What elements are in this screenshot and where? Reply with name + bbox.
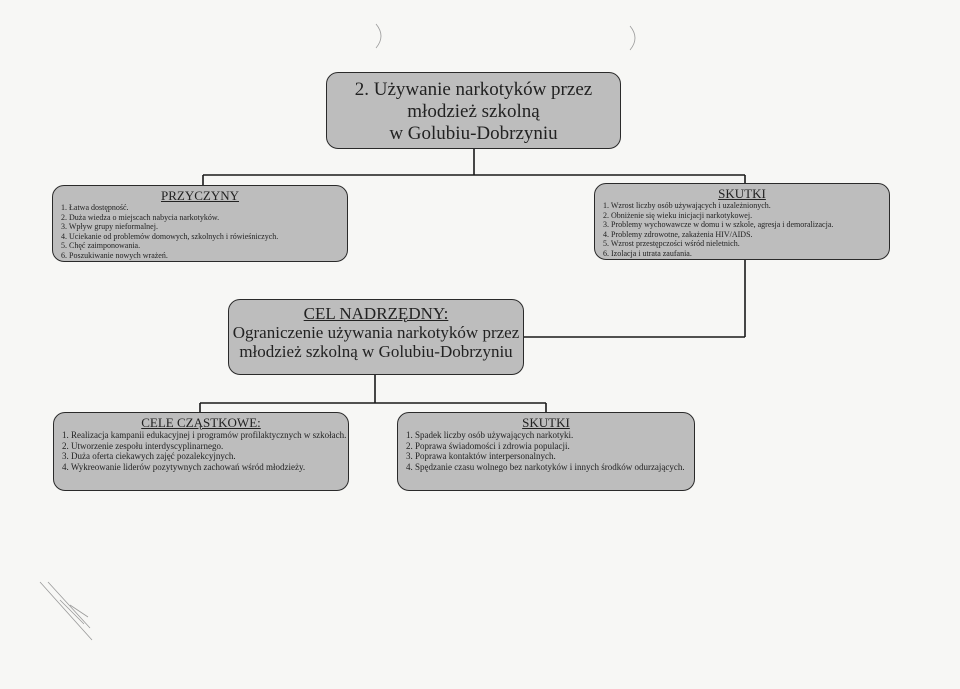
list-item: 4. Uciekanie od problemów domowych, szko… (61, 231, 279, 241)
list-item: 2. Utworzenie zespołu interdyscyplinarne… (62, 440, 224, 451)
scan-marks (39, 23, 636, 641)
list-item: 3. Wpływ grupy nieformalnej. (61, 222, 158, 231)
cel-line-2: młodzież szkolną w Golubiu-Dobrzyniu (239, 342, 513, 361)
list-item: 4. Spędzanie czasu wolnego bez narkotykó… (406, 461, 685, 472)
list-item: 5. Wzrost przestępczości wśród nieletnic… (603, 239, 740, 248)
list-item: 5. Chęć zaimponowania. (61, 241, 141, 250)
list-item: 1. Wzrost liczby osób używających i uzal… (603, 201, 771, 210)
przyczyny-list: 1. Łatwa dostępność. 2. Duża wiedza o mi… (61, 203, 339, 260)
cele-header: CELE CZĄSTKOWE: (141, 415, 261, 430)
skutki-top-list: 1. Wzrost liczby osób używających i uzal… (603, 201, 881, 258)
list-item: 1. Łatwa dostępność. (61, 203, 129, 212)
list-item: 2. Obniżenie się wieku inicjacji narkoty… (603, 210, 753, 220)
list-item: 3. Problemy wychowawcze w domu i w szkol… (603, 220, 834, 229)
cele-czastkowe-box: CELE CZĄSTKOWE: 1. Realizacja kampanii e… (53, 412, 349, 491)
przyczyny-header: PRZYCZYNY (160, 188, 239, 203)
title-line-1: 2. Używanie narkotyków przez (354, 79, 593, 100)
list-item: 3. Duża oferta ciekawych zajęć pozalekcy… (62, 451, 236, 461)
skutki-bottom-box: SKUTKI 1. Spadek liczby osób używających… (397, 412, 695, 491)
skutki-top-header: SKUTKI (718, 186, 766, 201)
list-item: 1. Realizacja kampanii edukacyjnej i pro… (62, 430, 347, 440)
cele-list: 1. Realizacja kampanii edukacyjnej i pro… (62, 430, 347, 472)
list-item: 1. Spadek liczby osób używających narkot… (406, 430, 574, 440)
title-box: 2. Używanie narkotyków przez młodzież sz… (326, 72, 621, 149)
list-item: 4. Wykreowanie liderów pozytywnych zacho… (62, 461, 306, 472)
list-item: 2. Duża wiedza o miejscach nabycia narko… (61, 212, 220, 222)
skutki-bottom-header: SKUTKI (522, 415, 570, 430)
list-item: 6. Poszukiwanie nowych wrażeń. (61, 250, 168, 260)
przyczyny-box: PRZYCZYNY 1. Łatwa dostępność. 2. Duża w… (52, 185, 348, 262)
cel-nadrzedny-box: CEL NADRZĘDNY: Ograniczenie używania nar… (228, 299, 524, 375)
skutki-bottom-list: 1. Spadek liczby osób używających narkot… (406, 430, 686, 472)
cel-header: CEL NADRZĘDNY: (303, 304, 449, 323)
cel-line-1: Ograniczenie używania narkotyków przez (232, 323, 520, 342)
title-line-2: młodzież szkolną (407, 101, 540, 122)
list-item: 4. Problemy zdrowotne, zakażenia HIV/AID… (603, 229, 753, 239)
list-item: 3. Poprawa kontaktów interpersonalnych. (406, 451, 556, 461)
skutki-top-box: SKUTKI 1. Wzrost liczby osób używających… (594, 183, 890, 260)
list-item: 6. Izolacja i utrata zaufania. (603, 248, 692, 258)
list-item: 2. Poprawa świadomości i zdrowia populac… (406, 440, 570, 451)
title-line-3: w Golubiu-Dobrzyniu (389, 123, 558, 144)
